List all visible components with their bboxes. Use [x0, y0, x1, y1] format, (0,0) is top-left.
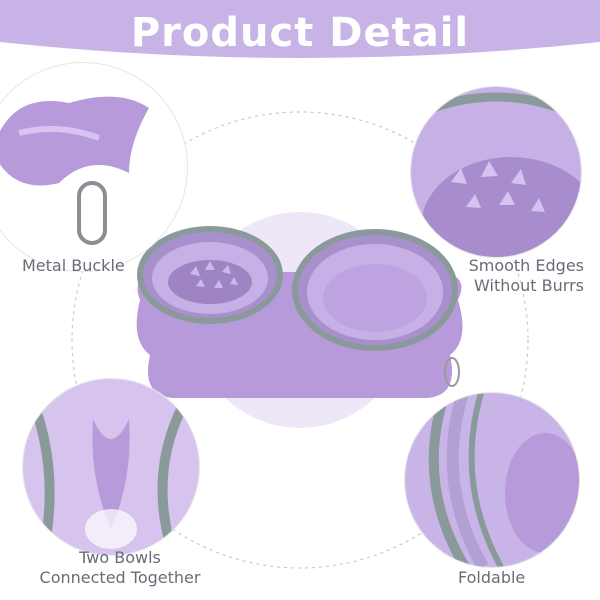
label-two-bowls-line1: Two Bowls — [79, 548, 161, 567]
header-banner: Product Detail — [0, 0, 600, 74]
two-bowls-detail-image — [23, 379, 199, 555]
detail-circle-foldable — [404, 392, 580, 568]
label-smooth-edges-line2: Without Burrs — [474, 276, 584, 295]
detail-circle-smooth-edges — [410, 86, 582, 258]
smooth-edges-detail-image — [411, 87, 581, 257]
right-bowl — [292, 229, 458, 351]
banner-shape — [0, 0, 600, 58]
dashed-guide-circle — [71, 111, 529, 569]
label-foldable: Foldable — [458, 568, 526, 587]
carabiner-icon — [77, 181, 107, 245]
label-two-bowls: Two Bowls Connected Together — [10, 548, 230, 588]
label-smooth-edges-line1: Smooth Edges — [468, 256, 584, 275]
page-title: Product Detail — [130, 10, 470, 56]
metal-buckle-detail-image — [0, 96, 149, 245]
carabiner-small — [444, 357, 460, 387]
label-two-bowls-line2: Connected Together — [39, 568, 201, 587]
foldable-detail-image — [405, 393, 579, 567]
label-metal-buckle: Metal Buckle — [22, 256, 125, 275]
left-bowl — [137, 226, 283, 324]
detail-circle-metal-buckle — [0, 62, 188, 272]
label-smooth-edges: Smooth Edges Without Burrs — [464, 256, 584, 296]
detail-circle-two-bowls — [22, 378, 200, 556]
